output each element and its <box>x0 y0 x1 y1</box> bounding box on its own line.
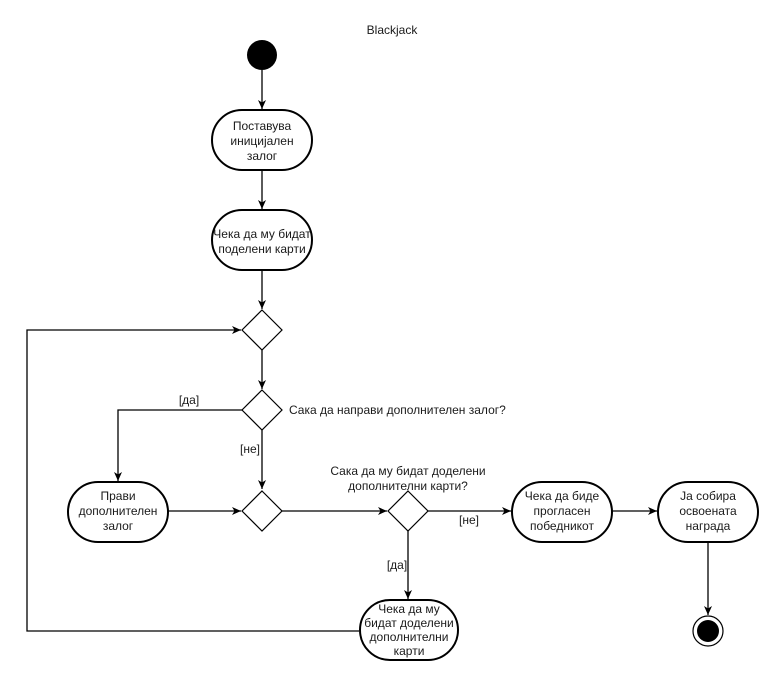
decision-label-extra-cards-line: дополнителни карти? <box>348 479 468 493</box>
action-label-line: награда <box>686 519 731 533</box>
decision-node-extra-bet[interactable] <box>241 389 283 431</box>
action-label-line: Чека да му бидат <box>213 227 311 241</box>
action-label-line: Поставува <box>233 119 292 133</box>
action-label-line: дополнителен <box>79 504 158 518</box>
action-label-line: иницијален <box>230 134 293 148</box>
action-wait-extra-cards[interactable]: Чека да му бидат доделени дополнителни к… <box>359 599 459 661</box>
action-place-initial-bet[interactable]: Поставува иницијален залог <box>211 109 313 171</box>
action-label-line: карти <box>394 644 425 658</box>
action-wait-dealt-cards[interactable]: Чека да му бидат поделени карти <box>211 209 313 271</box>
guard-label-yes-bet: [да] <box>179 393 199 407</box>
action-label-line: бидат доделени <box>364 616 454 630</box>
action-label-line: Чека да биде <box>525 489 600 503</box>
merge-node-bet[interactable] <box>241 490 283 532</box>
action-label-line: Прави <box>100 489 135 503</box>
decision-label-extra-bet: Сака да направи дополнителен залог? <box>289 403 506 417</box>
action-wait-winner-announced[interactable]: Чека да биде прогласен победникот <box>511 481 613 543</box>
guard-label-no-cards: [не] <box>459 513 479 527</box>
diagram-title: Blackjack <box>367 23 419 37</box>
action-label-line: залог <box>247 149 278 163</box>
merge-node-loop[interactable] <box>241 309 283 351</box>
action-make-extra-bet[interactable]: Прави дополнителен залог <box>67 481 169 543</box>
edges <box>26 70 712 632</box>
action-label-line: прогласен <box>534 504 591 518</box>
decision-label-extra-cards-line: Сака да му бидат доделени <box>330 464 485 478</box>
action-label-line: дополнителни <box>370 630 449 644</box>
action-label-line: поделени карти <box>218 242 305 256</box>
decision-node-extra-cards[interactable] <box>387 490 429 532</box>
action-label-line: Чека да му <box>378 602 440 616</box>
action-label-line: залог <box>103 519 134 533</box>
action-label-line: победникот <box>530 519 594 533</box>
action-label-line: Ја собира <box>680 489 736 503</box>
edge-decision-bet-yes <box>114 409 242 481</box>
guard-label-no-bet: [не] <box>240 442 260 456</box>
action-label-line: освоената <box>679 504 737 518</box>
final-node[interactable] <box>692 615 724 647</box>
action-collect-prize[interactable]: Ја собира освоената награда <box>657 481 759 543</box>
guard-label-yes-cards: [да] <box>387 558 407 572</box>
edge-loop-back <box>26 326 359 632</box>
initial-node[interactable] <box>247 40 277 70</box>
